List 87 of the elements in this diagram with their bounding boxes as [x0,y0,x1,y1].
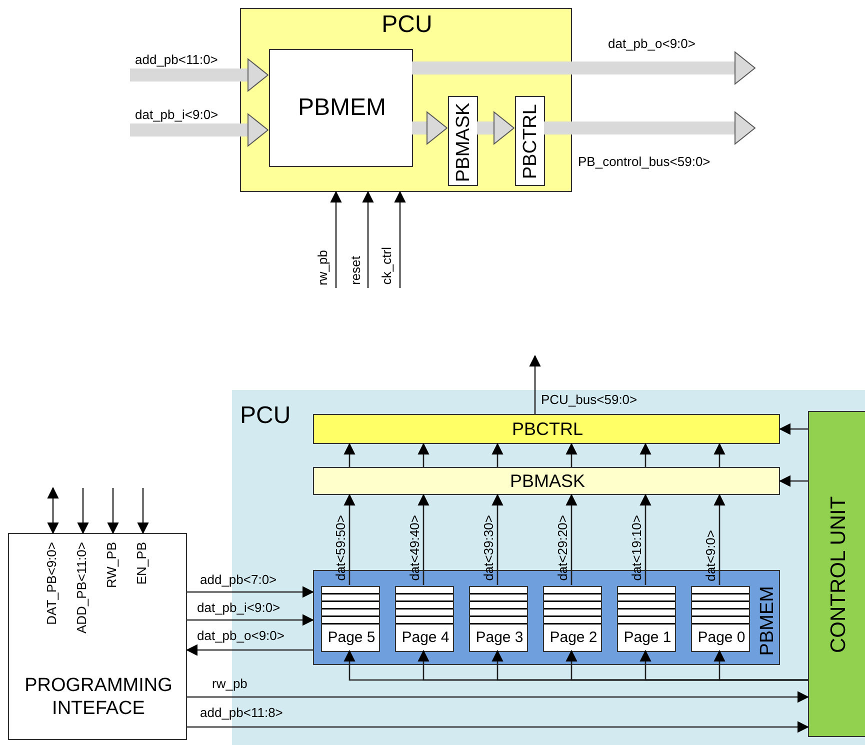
block-label: PBCTRL [520,104,540,182]
arrow [394,192,406,288]
memory-block [269,49,413,167]
arrow [640,494,651,585]
block-label: PBMASK [508,472,586,490]
block-label: PROGRAMMING INTEFACE [24,674,174,721]
arrow [780,424,808,434]
bus-arrow [412,112,448,144]
signal-label: ck_ctrl [380,247,393,285]
arrow [492,494,503,585]
arrow [418,444,429,467]
signal-label: dat<19:10> [630,515,642,581]
bus-arrow [544,112,756,144]
page-block [691,586,750,652]
arrow [714,650,808,681]
page-block [543,586,602,652]
arrow [362,192,374,288]
bus-arrow [477,112,514,144]
signal-label: rw_pb [212,677,248,690]
block-label: Page 3 [474,630,524,645]
control-block [515,96,545,186]
signal-label: ADD_PB<11:0> [75,542,88,634]
bus-arrow [130,58,268,92]
block-label: Page 1 [622,630,672,645]
control-bar [313,414,780,444]
arrow [78,488,88,534]
signal-label: dat_pb_i<9:0> [197,601,280,614]
arrow [187,614,314,626]
block-label: CONTROL UNIT [828,496,848,656]
signal-label: dat_pb_o<9:0> [608,37,696,50]
signal-label: DAT_PB<9:0> [45,542,58,625]
signal-label: add_pb<11:8> [200,706,283,719]
mask-bar [313,467,780,495]
signal-label: dat<39:30> [482,515,494,581]
mask-block [448,96,478,186]
arrow [138,488,148,534]
block-label: PBMEM [758,586,777,656]
block-label: PBMASK [454,101,472,184]
arrow [344,444,355,467]
block-label: PBCTRL [510,420,584,438]
arrow [187,586,314,598]
arrow [714,494,725,585]
signal-label: dat_pb_i<9:0> [135,108,218,121]
signal-label: dat<29:20> [556,515,568,581]
arrow [640,444,651,467]
signal-label: dat<59:50> [334,515,346,581]
interface-block [8,533,187,740]
page-block [617,586,676,652]
arrow [566,494,577,585]
block-label: PCU [380,13,434,37]
arrow [418,494,429,585]
arrow [187,722,808,732]
bus-arrow [412,52,756,84]
arrow [492,444,503,467]
block-label: PCU [240,404,291,428]
arrow [530,356,540,414]
arrow [108,488,118,534]
signal-label: add_pb<7:0> [200,573,277,586]
block-label: Page 4 [400,630,450,645]
page-block [321,586,380,652]
signal-label: rw_pb [316,250,329,285]
unit-block [240,8,572,192]
signal-label: add_pb<11:0> [135,53,218,66]
page-block [395,586,454,652]
signal-label: dat_pb_o<9:0> [197,629,284,642]
signal-label: PB_control_bus<59:0> [578,155,710,168]
signal-label: reset [349,256,362,285]
signal-label: RW_PB [105,542,118,588]
bus-arrow [130,114,268,146]
signal-label: dat<9:0> [704,530,716,581]
block-label: Page 5 [326,630,376,645]
signal-label: dat<49:40> [408,515,420,581]
block-label: Page 2 [548,630,598,645]
signal-label: EN_PB [135,542,148,585]
arrow [48,488,58,534]
arrow [566,444,577,467]
arrow [780,476,808,486]
arrow [344,494,355,585]
arrow [187,692,808,702]
arrow [186,644,313,656]
arrow [714,444,725,467]
page-block [469,586,528,652]
block-label: Page 0 [696,630,746,645]
block-label: PBMEM [296,96,387,120]
arrow [330,192,342,288]
control-unit-block [808,411,865,737]
signal-label: PCU_bus<59:0> [541,393,638,406]
